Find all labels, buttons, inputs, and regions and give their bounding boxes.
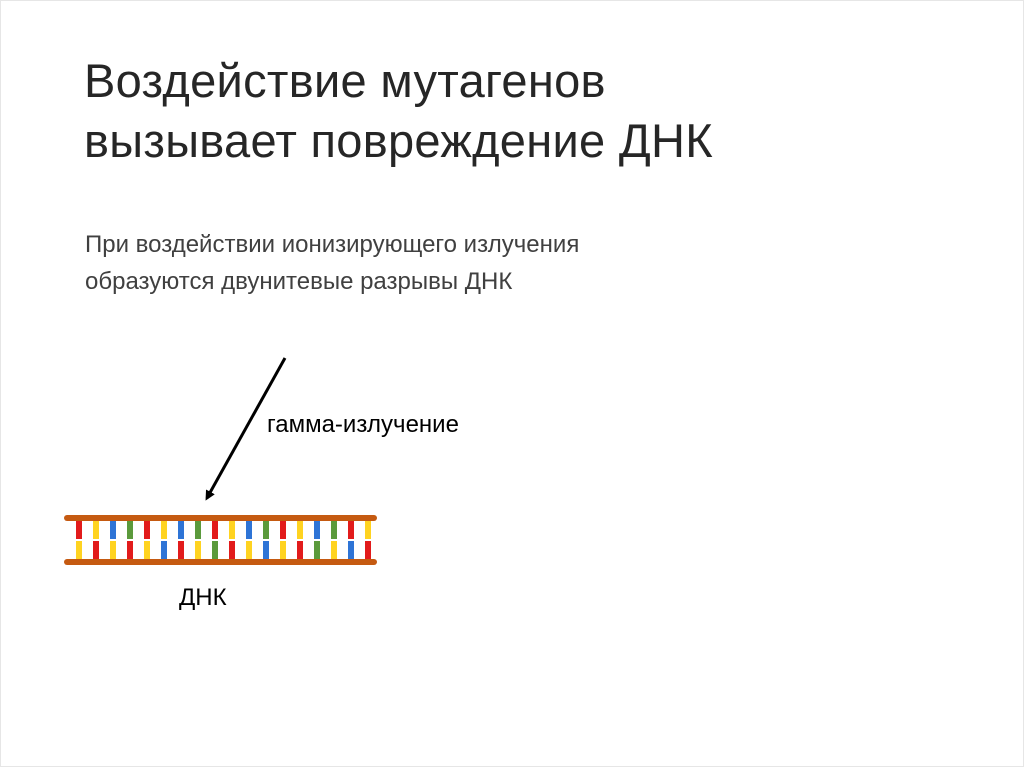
dna-base-top	[263, 521, 269, 539]
dna-base-bottom	[161, 541, 167, 559]
dna-base-top	[212, 521, 218, 539]
dna-base-bottom	[348, 541, 354, 559]
dna-base-top	[331, 521, 337, 539]
dna-base-bottom	[331, 541, 337, 559]
title-line-2: вызывает повреждение ДНК	[84, 114, 713, 167]
dna-base-pairs	[76, 521, 371, 559]
dna-base-bottom	[144, 541, 150, 559]
dna-base-top	[246, 521, 252, 539]
dna-base-top	[314, 521, 320, 539]
dna-base-bottom	[195, 541, 201, 559]
dna-base-top	[161, 521, 167, 539]
dna-base-top	[110, 521, 116, 539]
dna-base-top	[178, 521, 184, 539]
slide-title: Воздействие мутагенов вызывает поврежден…	[84, 51, 944, 171]
dna-base-bottom	[229, 541, 235, 559]
radiation-label: гамма-излучение	[267, 411, 459, 438]
dna-base-top	[144, 521, 150, 539]
dna-base-top	[93, 521, 99, 539]
dna-double-helix	[64, 515, 377, 565]
dna-base-bottom	[110, 541, 116, 559]
dna-base-bottom	[178, 541, 184, 559]
dna-label: ДНК	[179, 584, 227, 611]
dna-base-bottom	[365, 541, 371, 559]
dna-base-top	[280, 521, 286, 539]
dna-base-bottom	[76, 541, 82, 559]
dna-base-bottom	[93, 541, 99, 559]
radiation-arrow	[205, 357, 287, 501]
title-line-1: Воздействие мутагенов	[84, 54, 606, 107]
dna-base-top	[195, 521, 201, 539]
dna-base-top	[76, 521, 82, 539]
dna-base-bottom	[314, 541, 320, 559]
subtitle-line-2: образуются двунитевые разрывы ДНК	[85, 268, 513, 295]
dna-base-top	[365, 521, 371, 539]
dna-base-top	[127, 521, 133, 539]
dna-base-bottom	[127, 541, 133, 559]
dna-base-top	[348, 521, 354, 539]
dna-base-bottom	[212, 541, 218, 559]
dna-base-bottom	[246, 541, 252, 559]
dna-base-bottom	[297, 541, 303, 559]
dna-base-bottom	[263, 541, 269, 559]
dna-base-top	[297, 521, 303, 539]
dna-base-top	[229, 521, 235, 539]
slide-subtitle: При воздействии ионизирующего излучения …	[85, 226, 945, 300]
subtitle-line-1: При воздействии ионизирующего излучения	[85, 231, 580, 258]
dna-base-bottom	[280, 541, 286, 559]
